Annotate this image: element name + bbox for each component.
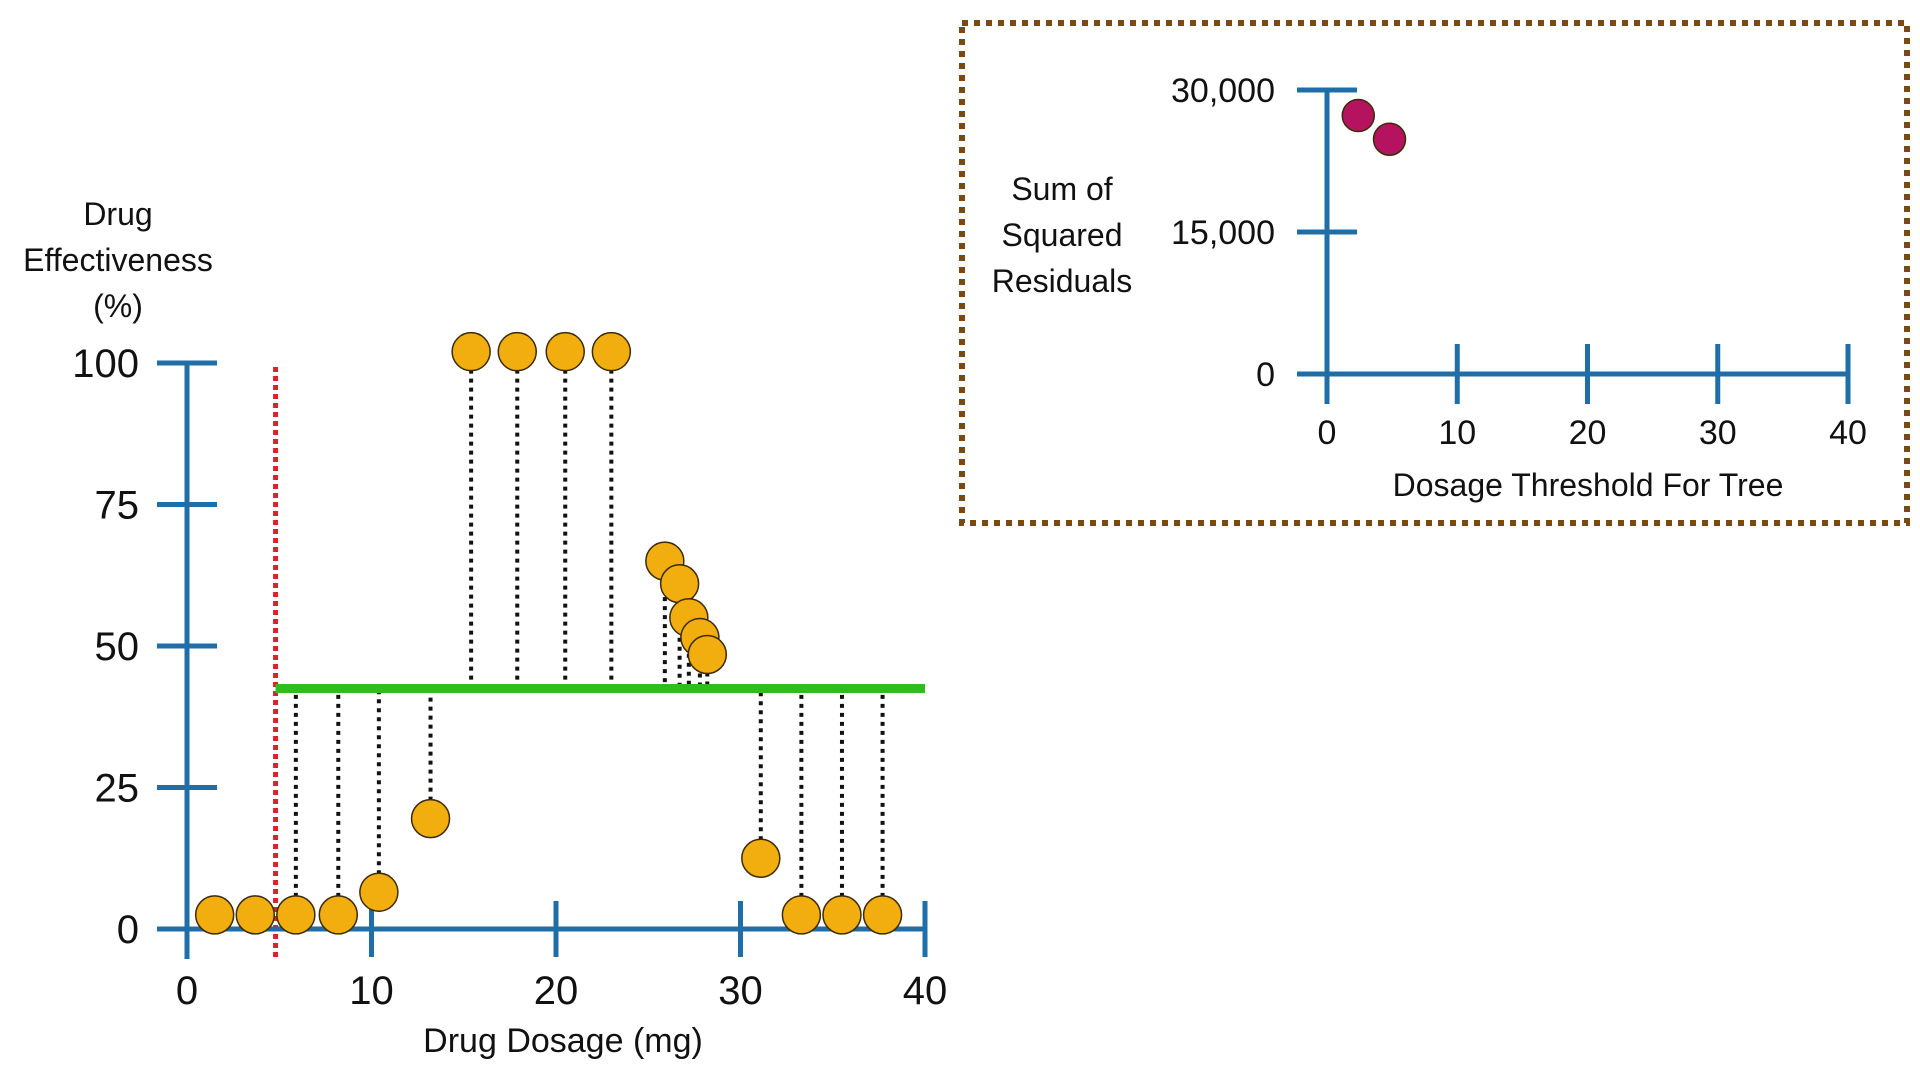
data-point [545, 331, 585, 372]
inset-x-tick-label: 40 [1829, 414, 1867, 452]
inset-axes: 0 15,000 30,000 0 10 20 30 40 [1171, 72, 1867, 452]
y-tick-label: 50 [95, 625, 140, 669]
data-point [591, 331, 632, 372]
inset-x-tick-label: 0 [1318, 414, 1337, 452]
inset-x-axis-label: Dosage Threshold For Tree [1393, 467, 1784, 503]
inset-chart: 0 15,000 30,000 0 10 20 30 40 Sum of Squared Re… [992, 72, 1867, 503]
x-tick-label: 0 [176, 969, 198, 1013]
main-chart: 0 25 50 75 100 0 10 20 30 40 Drug Effectiveness (… [23, 196, 947, 1060]
data-point [781, 895, 822, 935]
data-point [410, 798, 451, 839]
inset-y-axis-label-line-3: Residuals [992, 263, 1133, 299]
y-axis-label: Drug Effectiveness (%) [23, 196, 213, 324]
data-points [194, 331, 903, 935]
data-point [741, 838, 781, 878]
ssr-points [1341, 98, 1407, 156]
data-point [497, 331, 538, 372]
inset-y-axis-label-line-2: Squared [1002, 217, 1123, 253]
inset-y-tick-label: 30,000 [1171, 72, 1275, 110]
data-point [359, 872, 399, 912]
data-point [822, 895, 862, 935]
y-axis-label-line-2: Effectiveness [23, 242, 213, 278]
y-tick-label: 0 [117, 908, 139, 952]
data-point [276, 895, 316, 935]
data-point [659, 563, 700, 604]
y-tick-label: 100 [72, 342, 139, 386]
data-point [862, 895, 903, 935]
x-tick-label: 40 [903, 969, 948, 1013]
inset-x-tick-label: 20 [1569, 414, 1607, 452]
x-axis-label: Drug Dosage (mg) [423, 1022, 703, 1060]
x-tick-label: 30 [718, 969, 763, 1013]
y-tick-label: 25 [95, 767, 140, 811]
data-point [318, 895, 359, 935]
y-axis-label-line-1: Drug [83, 196, 152, 232]
y-tick-label: 75 [95, 484, 140, 528]
inset-x-tick-label: 30 [1699, 414, 1737, 452]
inset-y-tick-label: 0 [1256, 356, 1275, 394]
inset-frame [959, 20, 1910, 526]
ssr-point [1341, 98, 1376, 133]
data-point [687, 634, 728, 675]
inset-y-tick-label: 15,000 [1171, 214, 1275, 252]
inset-x-tick-label: 10 [1438, 414, 1476, 452]
residual-lines [293, 351, 885, 915]
data-point [451, 331, 491, 372]
x-tick-label: 10 [349, 969, 394, 1013]
y-axis-label-line-3: (%) [93, 288, 143, 324]
data-point [235, 895, 276, 935]
ssr-point [1372, 122, 1407, 156]
inset-y-axis-label-line-1: Sum of [1011, 171, 1112, 207]
x-tick-label: 20 [534, 969, 579, 1013]
data-point [194, 895, 235, 935]
inset-y-axis-label: Sum of Squared Residuals [992, 171, 1133, 299]
